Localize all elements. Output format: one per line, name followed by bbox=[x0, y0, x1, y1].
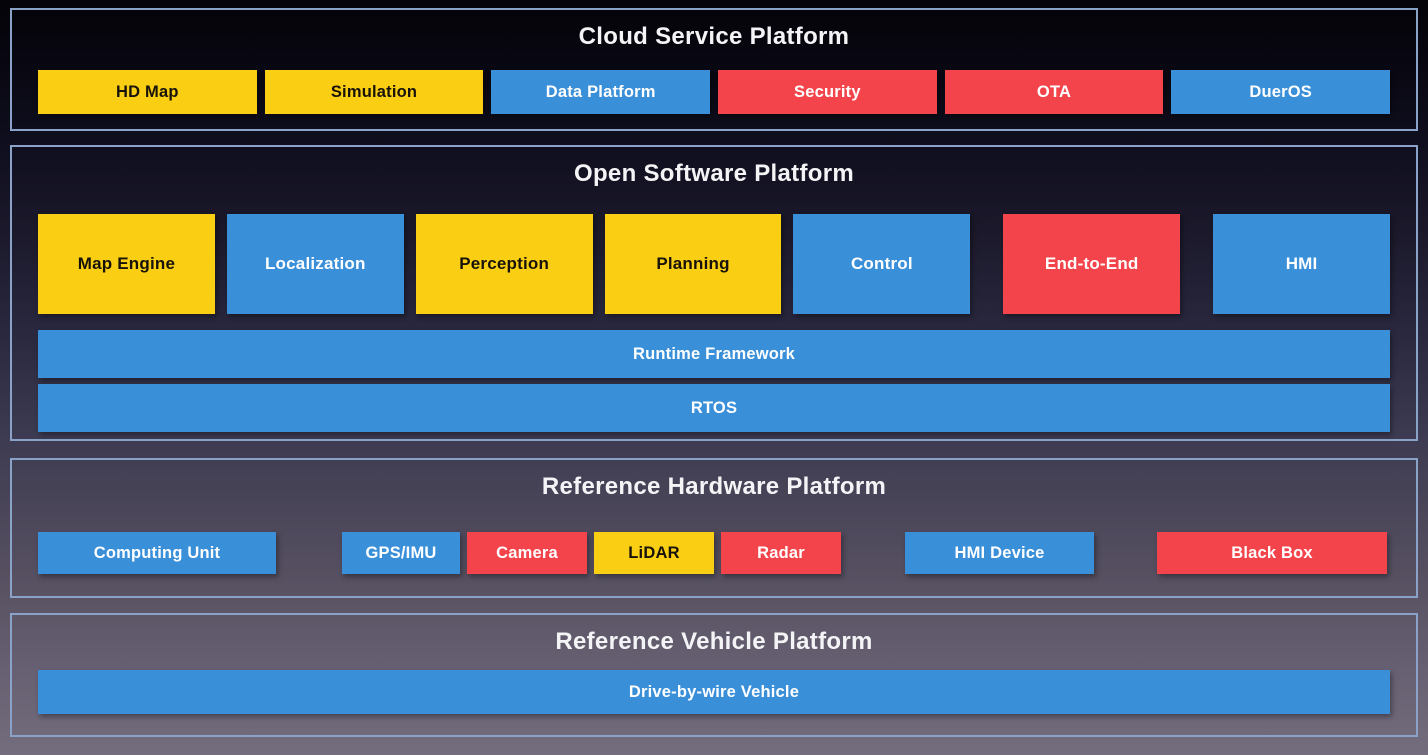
hardware-modules-row: Computing Unit GPS/IMU Camera LiDAR Rada… bbox=[38, 532, 1390, 574]
module-camera: Camera bbox=[467, 532, 587, 574]
hardware-section-title: Reference Hardware Platform bbox=[541, 473, 887, 500]
module-security: Security bbox=[718, 70, 937, 114]
vehicle-section-title: Reference Vehicle Platform bbox=[555, 628, 873, 655]
bar-rtos: RTOS bbox=[38, 384, 1390, 432]
bar-drive-by-wire-vehicle: Drive-by-wire Vehicle bbox=[38, 670, 1390, 714]
module-hd-map: HD Map bbox=[38, 70, 257, 114]
module-planning: Planning bbox=[604, 214, 782, 314]
section-reference-vehicle-platform: Reference Vehicle Platform Drive-by-wire… bbox=[10, 613, 1418, 737]
module-perception: Perception bbox=[415, 214, 593, 314]
software-section-title: Open Software Platform bbox=[574, 160, 854, 187]
module-black-box: Black Box bbox=[1157, 532, 1387, 574]
module-hmi: HMI bbox=[1213, 214, 1391, 314]
module-hmi-device: HMI Device bbox=[905, 532, 1094, 574]
module-computing-unit: Computing Unit bbox=[38, 532, 276, 574]
section-reference-hardware-platform: Reference Hardware Platform Computing Un… bbox=[10, 458, 1418, 598]
module-data-platform: Data Platform bbox=[491, 70, 711, 114]
section-open-software-platform: Open Software Platform Map Engine Locali… bbox=[10, 145, 1418, 441]
module-dueros: DuerOS bbox=[1171, 70, 1391, 114]
section-cloud-service-platform: Cloud Service Platform HD Map Simulation… bbox=[10, 8, 1418, 131]
bar-runtime-framework: Runtime Framework bbox=[38, 330, 1390, 378]
module-map-engine: Map Engine bbox=[38, 214, 215, 314]
module-ota: OTA bbox=[944, 70, 1164, 114]
module-gps-imu: GPS/IMU bbox=[342, 532, 460, 574]
module-radar: Radar bbox=[721, 532, 841, 574]
module-control: Control bbox=[793, 214, 971, 314]
software-modules-row: Map Engine Localization Perception Plann… bbox=[38, 214, 1391, 314]
module-simulation: Simulation bbox=[264, 70, 484, 114]
module-lidar: LiDAR bbox=[594, 532, 714, 574]
cloud-modules-row: HD Map Simulation Data Platform Security… bbox=[38, 70, 1391, 114]
module-localization: Localization bbox=[226, 214, 404, 314]
cloud-section-title: Cloud Service Platform bbox=[578, 23, 850, 50]
module-end-to-end: End-to-End bbox=[1003, 214, 1181, 314]
